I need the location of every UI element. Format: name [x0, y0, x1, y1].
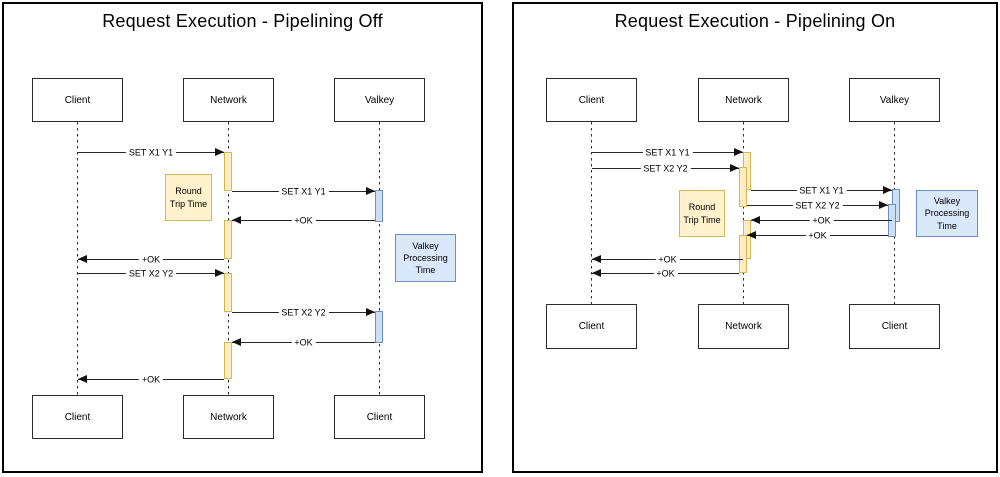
- activation-bar-valkey: [375, 311, 383, 343]
- activation-bar-network: [739, 235, 747, 273]
- arrowhead-left-icon: [78, 375, 87, 383]
- message-arrow: +OK: [232, 215, 375, 226]
- note-vpt: Valkey Processing Time: [916, 190, 978, 237]
- arrowhead-right-icon: [879, 201, 888, 209]
- arrowhead-left-icon: [592, 269, 601, 277]
- message-label: +OK: [653, 268, 678, 279]
- arrowhead-right-icon: [734, 148, 743, 156]
- note-rtt: Round Trip Time: [679, 190, 725, 237]
- message-label: SET X1 Y1: [125, 147, 177, 158]
- message-arrow: +OK: [232, 337, 375, 348]
- arrowhead-right-icon: [215, 269, 224, 277]
- message-label: +OK: [138, 254, 164, 265]
- message-label: SET X2 Y2: [278, 307, 329, 318]
- arrowhead-left-icon: [232, 216, 241, 224]
- arrowhead-left-icon: [232, 338, 241, 346]
- actor-box-client: Client: [546, 78, 637, 122]
- message-arrow: SET X1 Y1: [78, 147, 224, 158]
- message-arrow: SET X1 Y1: [232, 186, 375, 197]
- diagram-title: Request Execution - Pipelining On: [614, 11, 896, 31]
- actor-box-valkey: Valkey: [849, 78, 940, 122]
- arrowhead-left-icon: [78, 255, 87, 263]
- message-label: SET X2 Y2: [792, 200, 843, 211]
- diagram-pipelining-on: Request Execution - Pipelining On SET X1…: [512, 2, 998, 473]
- arrowhead-right-icon: [366, 187, 375, 195]
- message-arrow: SET X2 Y2: [747, 200, 888, 211]
- arrowhead-right-icon: [215, 148, 224, 156]
- note-vpt: Valkey Processing Time: [395, 234, 456, 282]
- message-label: SET X2 Y2: [640, 163, 691, 174]
- message-arrow: +OK: [747, 230, 888, 241]
- actor-box-network: Network: [698, 78, 789, 122]
- arrowhead-right-icon: [883, 186, 892, 194]
- actor-box-valkey: Valkey: [334, 78, 425, 122]
- arrowhead-right-icon: [730, 164, 739, 172]
- diagram-title: Request Execution - Pipelining Off: [102, 11, 383, 31]
- actor-box-network: Network: [183, 78, 274, 122]
- lifeline: [77, 122, 78, 395]
- message-label: SET X1 Y1: [642, 147, 693, 158]
- message-label: +OK: [805, 230, 830, 241]
- actor-box-client: Client: [334, 395, 425, 439]
- arrowhead-left-icon: [592, 255, 601, 263]
- activation-bar-network: [224, 273, 232, 312]
- arrowhead-right-icon: [366, 308, 375, 316]
- activation-bar-network: [739, 167, 747, 207]
- lifeline: [591, 122, 592, 304]
- message-arrow: SET X1 Y1: [751, 185, 892, 196]
- note-rtt: Round Trip Time: [165, 174, 212, 221]
- message-label: SET X2 Y2: [125, 268, 177, 279]
- message-arrow: SET X2 Y2: [592, 163, 739, 174]
- message-label: SET X1 Y1: [278, 186, 329, 197]
- message-label: +OK: [809, 215, 834, 226]
- actor-box-client: Client: [546, 304, 637, 349]
- message-arrow: +OK: [78, 254, 224, 265]
- lifeline: [743, 122, 744, 304]
- actor-box-network: Network: [183, 395, 274, 439]
- activation-bar-network: [224, 152, 232, 191]
- message-label: +OK: [138, 374, 164, 385]
- message-label: +OK: [655, 254, 680, 265]
- message-arrow: SET X2 Y2: [78, 268, 224, 279]
- arrowhead-left-icon: [751, 216, 760, 224]
- diagram-pipelining-off: Request Execution - Pipelining Off SET X…: [2, 2, 483, 473]
- diagram-layer: SET X1 Y1 SET X2 Y2 SET X1 Y1 SET X2 Y2 +OK +…: [514, 4, 996, 471]
- activation-bar-network: [224, 342, 232, 379]
- message-arrow: +OK: [78, 374, 224, 385]
- message-label: SET X1 Y1: [796, 185, 847, 196]
- arrowhead-left-icon: [747, 231, 756, 239]
- activation-bar-network: [224, 220, 232, 259]
- message-arrow: +OK: [592, 254, 743, 265]
- message-arrow: SET X2 Y2: [232, 307, 375, 318]
- actor-box-client: Client: [849, 304, 940, 349]
- message-arrow: +OK: [751, 215, 892, 226]
- message-arrow: +OK: [592, 268, 739, 279]
- activation-bar-valkey: [375, 190, 383, 222]
- actor-box-client: Client: [32, 78, 123, 122]
- actor-box-network: Network: [698, 304, 789, 349]
- actor-box-client: Client: [32, 395, 123, 439]
- message-arrow: SET X1 Y1: [592, 147, 743, 158]
- diagram-layer: SET X1 Y1 SET X1 Y1 +OK +OK SET X2 Y2 SET X2 …: [4, 4, 481, 471]
- message-label: +OK: [291, 215, 316, 226]
- message-label: +OK: [291, 337, 316, 348]
- lifeline: [379, 122, 380, 395]
